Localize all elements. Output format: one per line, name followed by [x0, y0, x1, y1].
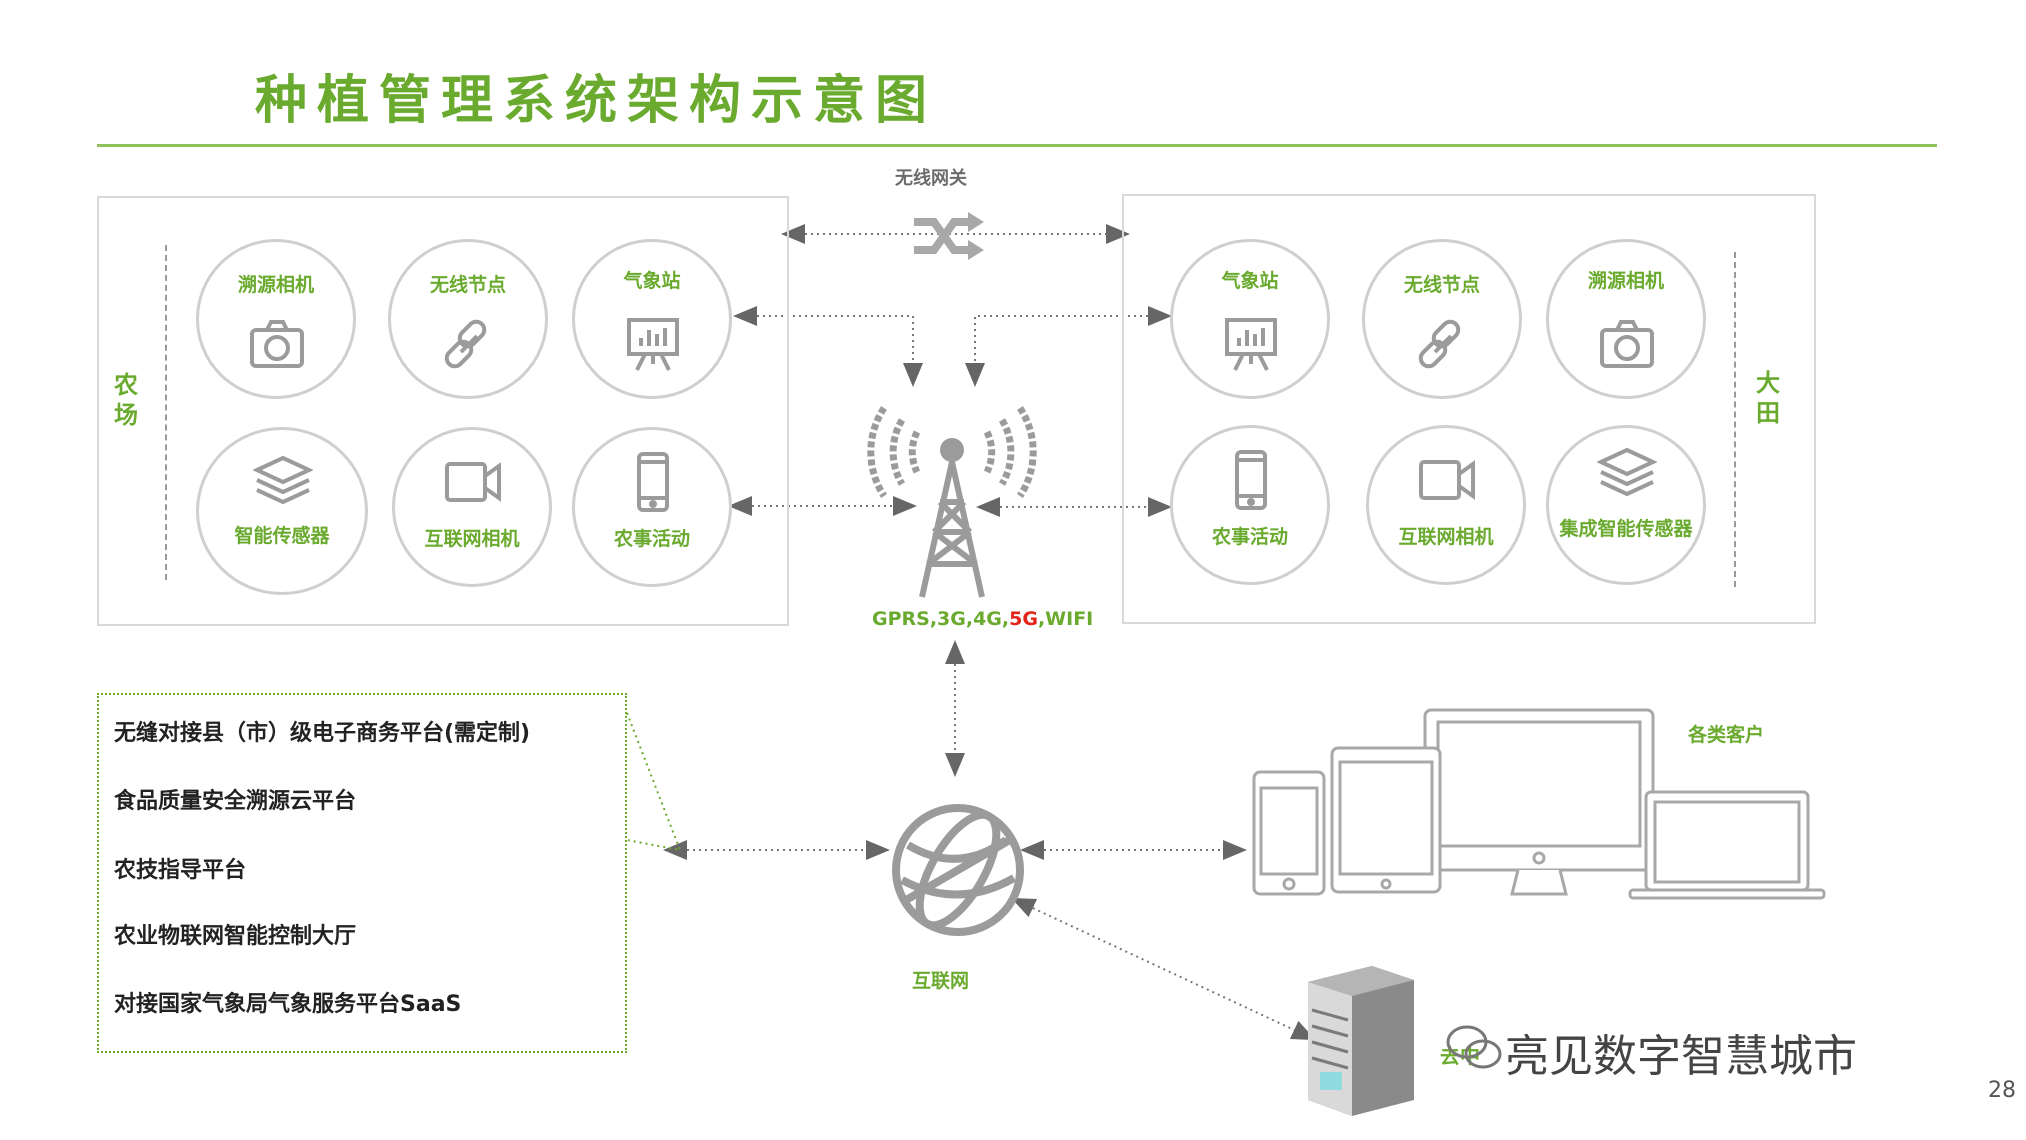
platform-callout-pointer: [626, 712, 682, 852]
platform-item: 对接国家气象局气象服务平台SaaS: [114, 992, 462, 1017]
node-label: 气象站: [1221, 270, 1279, 292]
field-divider: [1734, 252, 1736, 587]
node-label: 农事活动: [1211, 526, 1288, 548]
farm-node-wireless: 无线节点: [388, 239, 548, 399]
field-node-wireless: 无线节点: [1362, 239, 1522, 399]
node-label: 溯源相机: [1587, 270, 1664, 292]
shuffle-icon: [914, 212, 984, 260]
smartphone-icon: [637, 452, 669, 512]
network-label-part-3: ,WIFI: [1037, 608, 1094, 630]
farm-label-char-1: 农: [114, 371, 138, 399]
phone-icon: [1252, 770, 1326, 896]
watermark-text: 亮见数字智慧城市: [1505, 1031, 1857, 1082]
camera-icon: [250, 320, 304, 368]
clients-devices: [1252, 708, 1826, 900]
farm-node-farm-activity: 农事活动: [572, 427, 732, 587]
link-icon: [444, 319, 487, 369]
video-camera-icon: [1419, 460, 1475, 500]
right-top-connector: [965, 306, 1172, 387]
layers-icon: [1597, 447, 1657, 497]
monitor-icon: [1423, 708, 1655, 896]
node-label: 集成智能传感器: [1559, 518, 1693, 540]
node-label: 农事活动: [613, 528, 690, 550]
presentation-chart-icon: [627, 318, 679, 371]
farm-node-trace-camera: 溯源相机: [196, 239, 356, 399]
wireless-gateway-label: 无线网关: [895, 168, 967, 189]
field-node-internet-camera: 互联网相机: [1366, 425, 1526, 585]
farm-divider: [165, 245, 167, 580]
node-label: 互联网相机: [1398, 526, 1494, 548]
node-label: 气象站: [623, 270, 681, 292]
node-label: 智能传感器: [234, 525, 330, 547]
title-divider: [97, 144, 1937, 147]
field-node-weather: 气象站: [1170, 239, 1330, 399]
layers-icon: [253, 455, 313, 505]
server-icon: [1308, 966, 1414, 1116]
field-node-trace-camera: 溯源相机: [1546, 239, 1706, 399]
farm-node-smart-sensor: 智能传感器: [196, 427, 368, 595]
internet-label: 互联网: [912, 970, 970, 992]
page-title: 种植管理系统架构示意图: [255, 71, 938, 131]
link-icon: [1418, 319, 1461, 369]
farm-panel: [97, 196, 789, 626]
internet-server-connector: [1011, 897, 1316, 1041]
video-camera-icon: [445, 462, 501, 502]
smartphone-icon: [1235, 450, 1267, 510]
network-label: GPRS,3G,4G,5G,WIFI: [872, 608, 1093, 630]
field-label-char-1: 大: [1756, 369, 1780, 397]
platform-item: 农技指导平台: [114, 858, 247, 883]
farm-label-char-2: 场: [114, 401, 138, 429]
node-label: 无线节点: [1403, 274, 1480, 296]
wechat-icon: [1446, 1025, 1502, 1069]
tablet-icon: [1330, 746, 1442, 894]
field-node-farm-activity: 农事活动: [1170, 425, 1330, 585]
field-node-integrated-sensor: 集成智能传感器: [1546, 425, 1706, 585]
laptop-icon: [1628, 790, 1826, 900]
platform-item: 无缝对接县（市）级电子商务平台(需定制): [114, 721, 531, 746]
field-label-char-2: 田: [1756, 399, 1780, 427]
node-label: 无线节点: [429, 274, 506, 296]
farm-side-label: 农 场: [111, 370, 141, 430]
platforms-callout: 无缝对接县（市）级电子商务平台(需定制) 食品质量安全溯源云平台 农技指导平台 …: [97, 693, 627, 1053]
network-label-part-1: GPRS,3G,4G,: [872, 608, 1010, 630]
cell-tower-icon: [867, 406, 1037, 598]
farm-node-weather: 气象站: [572, 239, 732, 399]
platform-item: 农业物联网智能控制大厅: [114, 924, 357, 949]
camera-icon: [1600, 320, 1654, 368]
globe-icon: [892, 804, 1024, 936]
presentation-chart-icon: [1225, 318, 1277, 371]
field-panel: [1122, 194, 1816, 624]
network-label-5g: 5G: [1009, 608, 1038, 630]
page-number: 28: [1988, 1078, 2016, 1103]
node-label: 溯源相机: [237, 274, 314, 296]
platform-item: 食品质量安全溯源云平台: [114, 789, 357, 814]
clients-label: 各类客户: [1688, 724, 1765, 746]
farm-node-internet-camera: 互联网相机: [392, 427, 552, 587]
left-top-connector: [733, 306, 923, 387]
field-side-label: 大 田: [1753, 368, 1783, 428]
node-label: 互联网相机: [424, 528, 520, 550]
